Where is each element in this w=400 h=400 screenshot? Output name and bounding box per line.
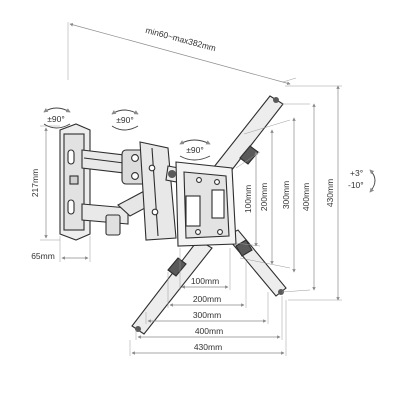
- wall-swivel-indicator: ±90°: [43, 107, 71, 129]
- arm-swivel-indicator: ±90°: [111, 109, 139, 131]
- extension-range-label: min60~max382mm: [144, 25, 217, 53]
- wall-plate-depth-label: 65mm: [31, 251, 55, 261]
- vesa-v-300-label: 300mm: [281, 181, 291, 209]
- vesa-v-400-label: 400mm: [301, 183, 311, 211]
- tilt-up-label: +3°: [350, 168, 363, 178]
- overall-height-label: 430mm: [325, 179, 335, 207]
- vertical-vesa-dimensions: 100mm 200mm 300mm 400mm 430mm: [235, 85, 342, 301]
- vesa-h-100-label: 100mm: [191, 276, 219, 286]
- tilt-indicator: +3° -10°: [348, 168, 376, 193]
- vesa-h-400-label: 400mm: [195, 326, 223, 336]
- vesa-arm-bottom-right: [225, 229, 287, 297]
- articulating-arm: [81, 141, 177, 241]
- extension-dimension: min60~max382mm: [67, 22, 297, 85]
- vesa-v-200-label: 200mm: [259, 183, 269, 211]
- wall-plate: [59, 123, 91, 241]
- vesa-h-300-label: 300mm: [193, 310, 221, 320]
- vesa-bracket: [131, 95, 287, 335]
- arm-swivel-label: ±90°: [116, 115, 134, 125]
- vesa-v-100-label: 100mm: [243, 185, 253, 213]
- vesa-h-200-label: 200mm: [193, 294, 221, 304]
- horizontal-vesa-dimensions: 100mm 200mm 300mm 400mm 430mm: [129, 248, 287, 356]
- screen-rotation-indicator: ±90°: [179, 139, 211, 161]
- wall-plate-depth-dimension: 65mm: [31, 236, 91, 262]
- screen-rotation-label: ±90°: [186, 145, 204, 155]
- wall-plate-height-dimension: 217mm: [30, 125, 60, 241]
- wall-swivel-label: ±90°: [47, 114, 65, 124]
- tilt-down-label: -10°: [348, 180, 364, 190]
- overall-width-label: 430mm: [194, 342, 222, 352]
- wall-plate-height-label: 217mm: [30, 169, 40, 197]
